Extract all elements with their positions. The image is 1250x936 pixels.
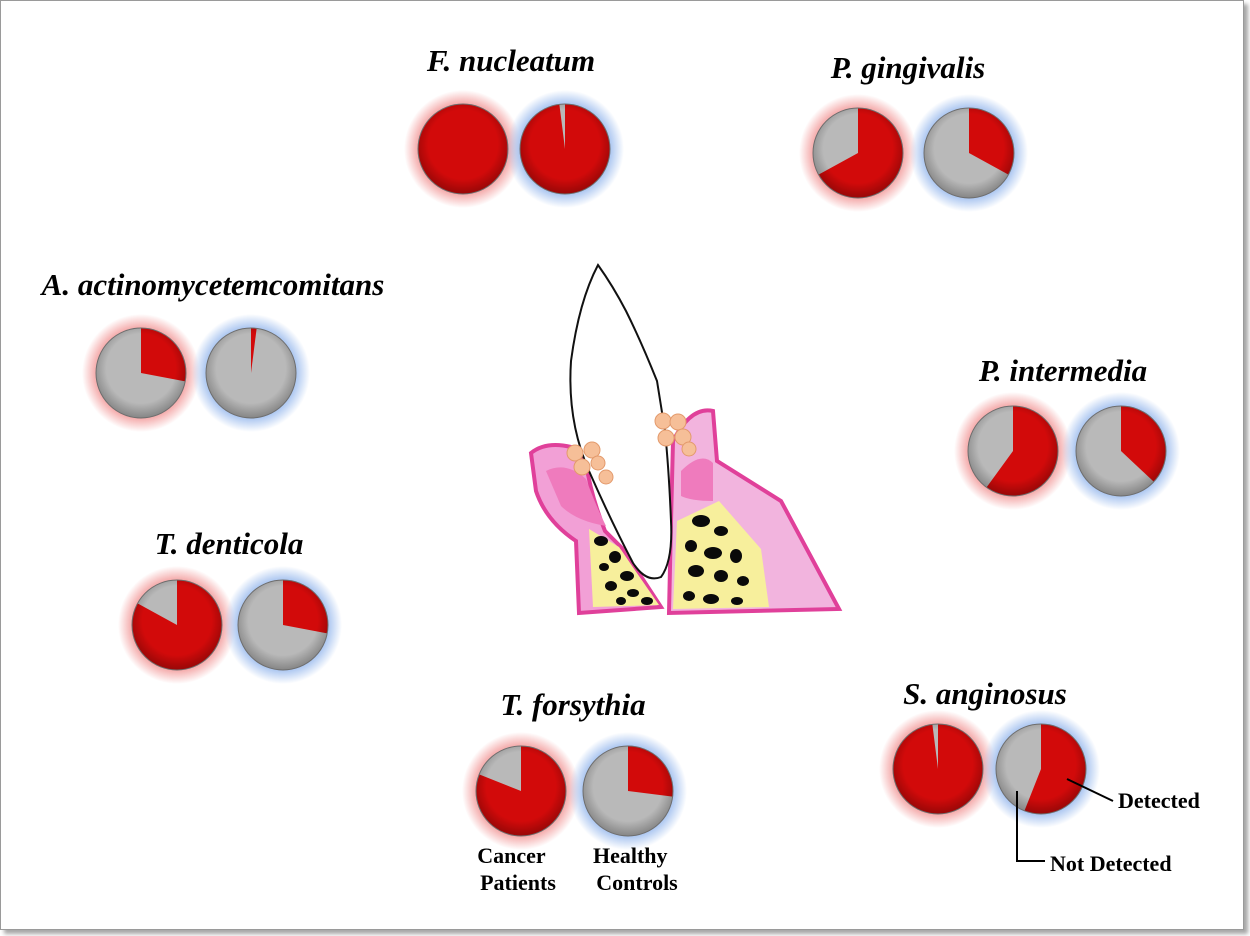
gum-inner-right [681,458,713,501]
pie-outline [475,745,567,837]
species-title: P. gingivalis [830,50,985,85]
pie-layer [82,90,1180,850]
pie-healthy-controls [192,314,310,432]
pie-outline [582,745,674,837]
pie-outline [812,107,904,199]
pie-outline [967,405,1059,497]
pie-shading [1076,406,1166,496]
pie-shading [520,104,610,194]
pie-shading [418,104,508,194]
bone-pores-right [683,515,749,605]
pie-outline [519,103,611,195]
pie-shading [924,108,1014,198]
pie-cancer-patients [462,732,580,850]
pie-healthy-controls [982,710,1100,828]
legend-detected: Detected [1118,788,1200,813]
not-detected-leader [1016,791,1045,862]
pie-outline [995,723,1087,815]
bacteria-cluster-right [654,412,697,457]
species-title: T. denticola [155,526,304,561]
pie-outline [131,579,223,671]
pie-healthy-controls [506,90,624,208]
pie-shading [238,580,328,670]
pie-shading [132,580,222,670]
pie-shading [583,746,673,836]
pie-cancer-patients [954,392,1072,510]
species-title: P. intermedia [978,353,1147,388]
pie-outline [1075,405,1167,497]
species-title: T. forsythia [500,687,645,722]
pie-healthy-controls [1062,392,1180,510]
bacteria-cluster-left [566,441,614,485]
pie-cancer-patients [799,94,917,212]
pie-outline [95,327,187,419]
group-label-control: Healthy Controls [593,843,678,895]
pie-outline [205,327,297,419]
pie-shading [813,108,903,198]
legend-not-detected: Not Detected [1050,851,1172,876]
bone-pores-left [594,536,653,605]
pie-cancer-patients [118,566,236,684]
pie-outline [923,107,1015,199]
pie-shading [996,724,1086,814]
pie-shading [893,724,983,814]
detected-leader [1066,778,1114,802]
species-title: F. nucleatum [426,43,595,78]
pie-shading [968,406,1058,496]
species-title: S. anginosus [903,676,1067,711]
tooth-periodontitis-illustration [528,263,843,616]
pie-shading [206,328,296,418]
pie-cancer-patients [404,90,522,208]
pie-outline [237,579,329,671]
pie-cancer-patients [879,710,997,828]
pie-shading [96,328,186,418]
pie-healthy-controls [910,94,1028,212]
group-label-cancer: Cancer Patients [477,843,556,895]
gum-inner-left [546,467,606,526]
pie-healthy-controls [224,566,342,684]
tooth [569,263,673,580]
pie-cancer-patients [82,314,200,432]
pie-healthy-controls [569,732,687,850]
species-title: A. actinomycetemcomitans [40,267,385,302]
pie-shading [476,746,566,836]
